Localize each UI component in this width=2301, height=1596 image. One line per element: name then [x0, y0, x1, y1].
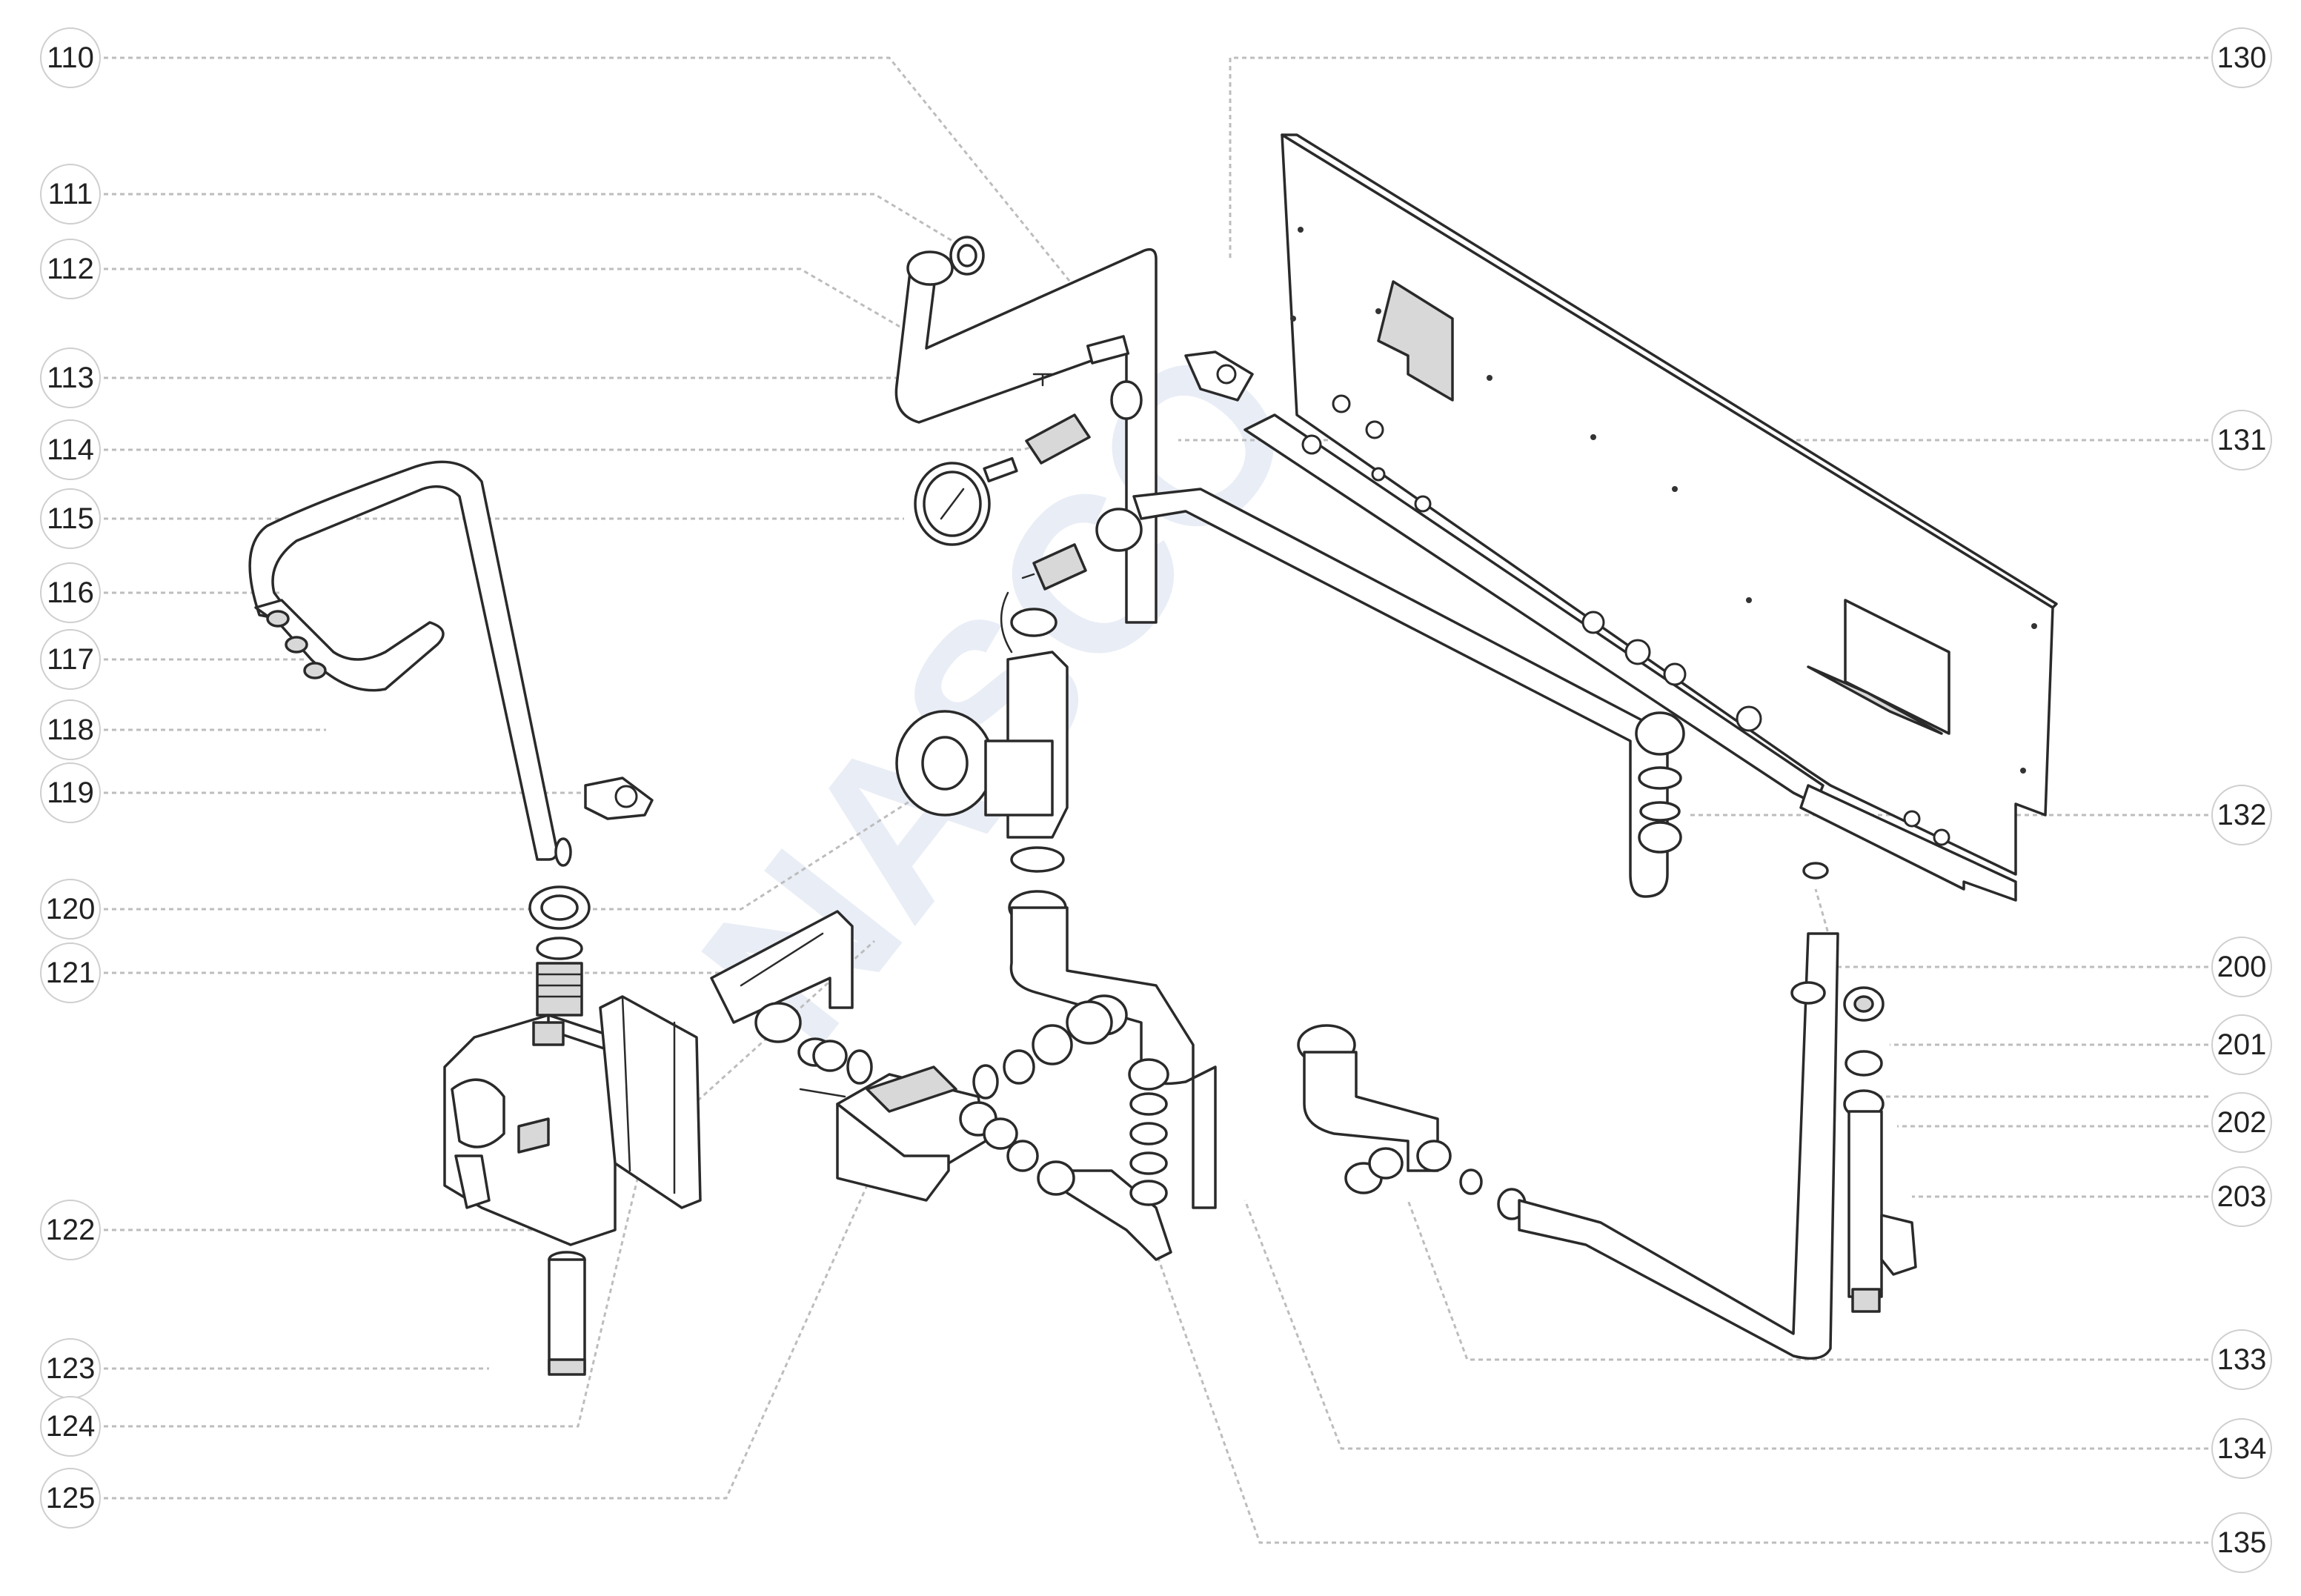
svg-text:133: 133 — [2217, 1343, 2267, 1376]
pipe-clip — [584, 777, 654, 820]
gas-valve — [443, 995, 702, 1246]
svg-text:118: 118 — [47, 714, 94, 746]
svg-text:123: 123 — [46, 1352, 96, 1385]
bracket-clip — [1184, 350, 1254, 402]
left-coiled-pipe — [248, 460, 572, 867]
callout-122: 122 — [40, 1200, 101, 1260]
callout-118: 118 — [40, 699, 101, 760]
callout-112: 112 — [40, 239, 101, 299]
callout-121: 121 — [40, 942, 101, 1003]
svg-text:116: 116 — [47, 576, 94, 609]
svg-text:115: 115 — [47, 502, 94, 535]
svg-text:135: 135 — [2217, 1526, 2267, 1559]
back-panel — [1244, 133, 2058, 902]
callout-111: 111 — [40, 164, 101, 225]
svg-text:114: 114 — [47, 433, 94, 466]
svg-text:122: 122 — [46, 1214, 96, 1246]
circulation-pump — [895, 591, 1069, 873]
callout-130: 130 — [2211, 27, 2272, 88]
svg-text:117: 117 — [47, 643, 94, 676]
callout-116: 116 — [40, 562, 101, 623]
callouts-left: 110 111 112 113 114 115 116 117 118 119 … — [40, 27, 101, 1529]
callout-135: 135 — [2211, 1512, 2272, 1573]
svg-text:121: 121 — [46, 957, 96, 989]
svg-text:119: 119 — [47, 777, 94, 809]
drain-valve — [1032, 335, 1130, 387]
right-connecting-pipe — [1132, 488, 1685, 898]
callout-134: 134 — [2211, 1418, 2272, 1479]
svg-text:131: 131 — [2217, 424, 2267, 456]
gas-inlet-pipe — [548, 1251, 586, 1376]
callouts-right: 130 131 132 200 201 202 203 133 134 135 — [2211, 27, 2272, 1573]
callout-201: 201 — [2211, 1014, 2272, 1075]
callout-119: 119 — [40, 762, 101, 823]
svg-text:111: 111 — [48, 178, 93, 210]
callout-125: 125 — [40, 1468, 101, 1529]
svg-text:110: 110 — [47, 41, 94, 74]
svg-text:120: 120 — [46, 893, 96, 925]
callout-124: 124 — [40, 1396, 101, 1457]
callout-131: 131 — [2211, 410, 2272, 471]
svg-text:130: 130 — [2217, 41, 2267, 74]
right-lower-pipe — [1297, 862, 1839, 1360]
pressure-fitting — [1021, 380, 1143, 591]
callout-113: 113 — [40, 348, 101, 408]
callout-115: 115 — [40, 488, 101, 549]
callout-133: 133 — [2211, 1329, 2272, 1390]
svg-text:134: 134 — [2217, 1432, 2267, 1465]
top-bent-pipe — [894, 236, 1158, 624]
safety-valve — [1843, 986, 1917, 1313]
callout-120: 120 — [40, 879, 101, 940]
svg-text:112: 112 — [47, 253, 94, 285]
callout-110: 110 — [40, 27, 101, 88]
callout-132: 132 — [2211, 785, 2272, 845]
callout-114: 114 — [40, 419, 101, 480]
leader-lines — [104, 56, 2208, 1544]
svg-text:200: 200 — [2217, 951, 2267, 983]
callout-203: 203 — [2211, 1166, 2272, 1227]
callout-202: 202 — [2211, 1092, 2272, 1153]
union-nut — [528, 885, 591, 1017]
callout-117: 117 — [40, 629, 101, 690]
lower-bracket — [710, 910, 854, 1024]
svg-text:124: 124 — [46, 1410, 96, 1443]
svg-text:202: 202 — [2217, 1106, 2267, 1139]
svg-text:125: 125 — [46, 1482, 96, 1514]
svg-text:113: 113 — [47, 362, 94, 394]
svg-text:132: 132 — [2217, 799, 2267, 831]
callout-200: 200 — [2211, 937, 2272, 997]
pressure-gauge — [914, 413, 1091, 546]
callout-123: 123 — [40, 1338, 101, 1399]
lower-manifold — [754, 1000, 1172, 1261]
svg-text:201: 201 — [2217, 1028, 2267, 1061]
svg-text:203: 203 — [2217, 1180, 2267, 1213]
